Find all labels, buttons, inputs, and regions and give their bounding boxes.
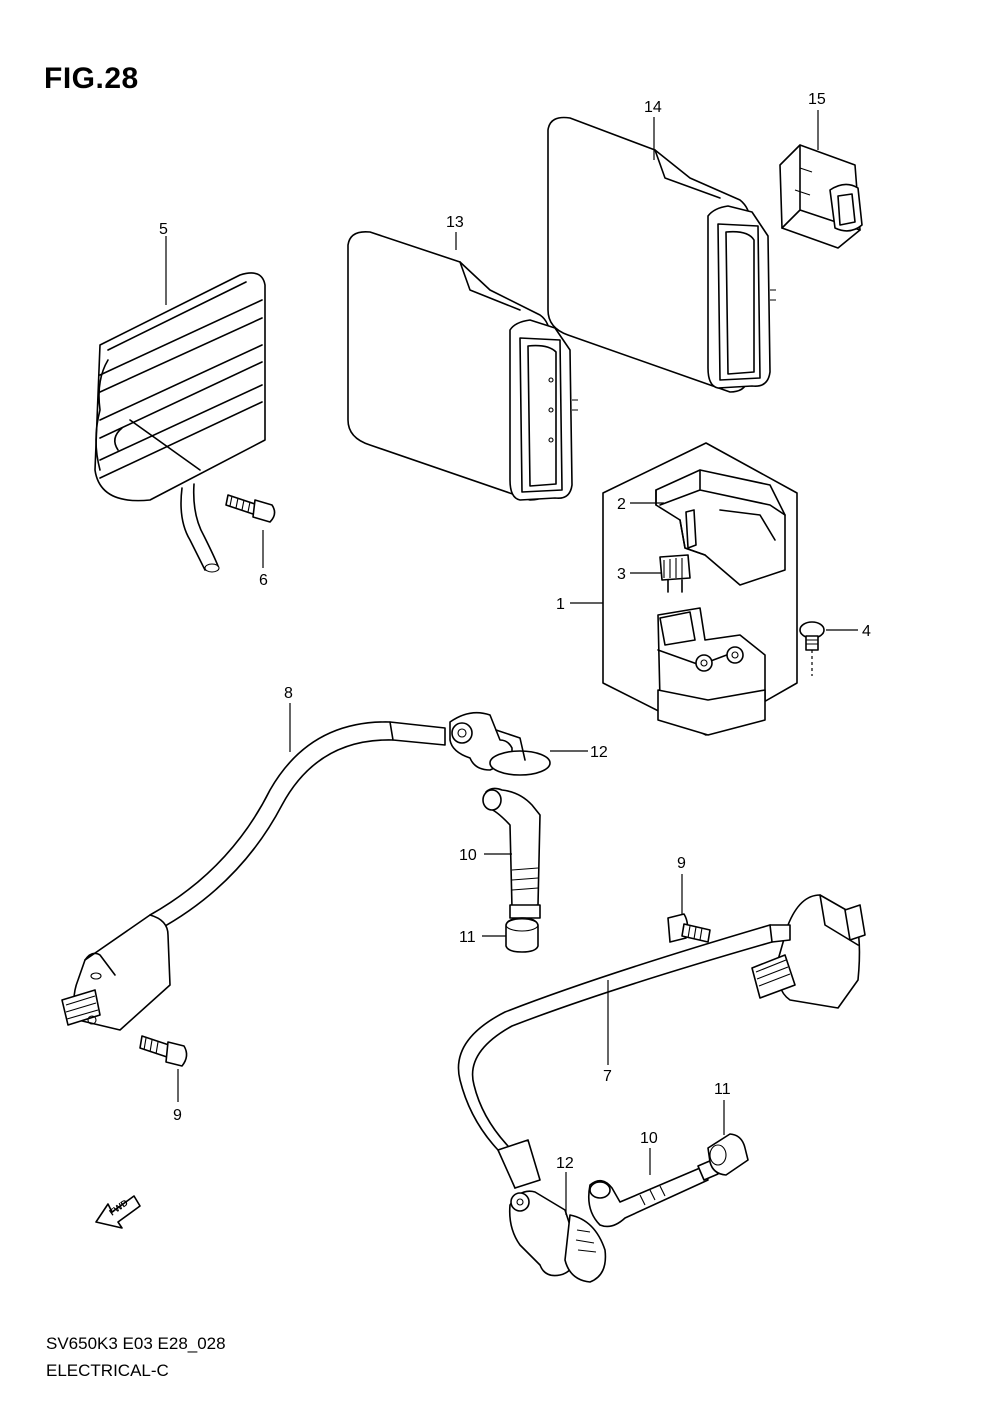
ecm-unit-13: [347, 230, 578, 501]
callout-9-left: 9: [173, 1107, 182, 1124]
forward-arrow-icon: FWD: [95, 1195, 141, 1229]
callout-11-top: 11: [459, 929, 476, 946]
plug-cap-12-top: [449, 711, 551, 776]
relay-part-15: [779, 144, 863, 249]
diagram-name: ELECTRICAL-C: [46, 1361, 169, 1380]
callout-8: 8: [284, 685, 293, 702]
bolt-part-9-left: [139, 1035, 188, 1067]
diagram-code: SV650K3 E03 E28_028: [46, 1334, 226, 1353]
leader-lines: [165, 110, 858, 1215]
plug-cap-10-top: [482, 787, 541, 919]
plug-cap-10-bottom: [587, 1159, 719, 1228]
callout-1: 1: [556, 596, 565, 613]
callout-10-bottom: 10: [640, 1130, 658, 1147]
callout-6: 6: [259, 572, 268, 589]
regulator-rectifier: [94, 272, 266, 573]
callout-15: 15: [808, 91, 826, 108]
callout-13: 13: [446, 214, 464, 231]
bolt-part-6: [225, 494, 276, 523]
plug-cover-11-top: [505, 917, 539, 953]
callout-4: 4: [862, 623, 871, 640]
plug-cover-11-bottom: [707, 1133, 749, 1176]
callout-5: 5: [159, 221, 168, 238]
callout-2: 2: [617, 496, 626, 513]
callout-14: 14: [644, 99, 662, 116]
callout-10-top: 10: [459, 847, 477, 864]
callout-12-top: 12: [590, 744, 608, 761]
callout-numbers: 5 6 13 14 15 2 3 1 4 8 12 10 11 9 9 7 12…: [159, 91, 871, 1172]
callout-11-bottom: 11: [714, 1081, 731, 1098]
ignition-coil-lead-8: [61, 721, 446, 1031]
screw-part-4: [799, 621, 825, 676]
figure-title: FIG.28: [44, 62, 139, 95]
plug-cap-12-bottom: [508, 1190, 607, 1283]
ignition-coil-lead-7: [457, 894, 866, 1189]
callout-7: 7: [603, 1068, 612, 1085]
callout-9-right: 9: [677, 855, 686, 872]
callout-12-bottom: 12: [556, 1155, 574, 1172]
ecm-unit-14: [547, 116, 776, 393]
starter-relay-assembly-1: [602, 442, 798, 736]
bolt-part-9-right: [667, 913, 711, 943]
callout-3: 3: [617, 566, 626, 583]
